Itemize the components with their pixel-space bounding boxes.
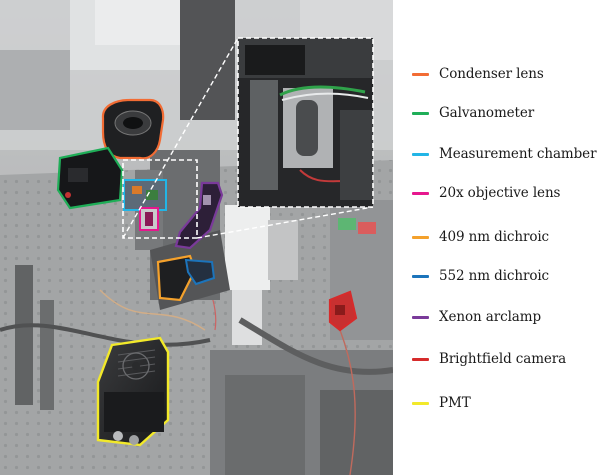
dichroic-mirrors-region xyxy=(156,254,216,302)
legend-swatch xyxy=(412,401,429,405)
legend-label: PMT xyxy=(439,395,471,411)
zoom-source-box xyxy=(122,159,198,239)
legend-label: Galvanometer xyxy=(439,105,535,121)
legend-item-409-dichroic: 409 nm dichroic xyxy=(412,227,549,247)
zoom-inset-photo xyxy=(237,37,374,208)
legend-item-pmt: PMT xyxy=(412,393,471,413)
legend-swatch xyxy=(412,191,429,195)
pmt-region xyxy=(96,336,170,447)
legend-label: 552 nm dichroic xyxy=(439,268,550,284)
legend-swatch xyxy=(412,274,429,278)
legend-label: 409 nm dichroic xyxy=(439,229,550,245)
legend-item-xenon-arclamp: Xenon arclamp xyxy=(412,307,541,327)
legend-label: Brightfield camera xyxy=(439,351,567,367)
legend-item-measurement-chamber: Measurement chamber xyxy=(412,144,597,164)
legend-swatch xyxy=(412,315,429,319)
legend-label: 20x objective lens xyxy=(439,185,561,201)
legend-item-objective-lens: 20x objective lens xyxy=(412,183,560,203)
legend-swatch xyxy=(412,72,429,76)
legend-swatch xyxy=(412,152,429,156)
legend-swatch xyxy=(412,235,429,239)
legend-label: Xenon arclamp xyxy=(439,309,541,325)
legend-label: Condenser lens xyxy=(439,66,544,82)
legend-label: Measurement chamber xyxy=(439,146,597,162)
legend-swatch xyxy=(412,111,429,115)
xenon-arclamp-region xyxy=(174,181,224,250)
legend-item-condenser-lens: Condenser lens xyxy=(412,64,544,84)
legend-swatch xyxy=(412,357,429,361)
brightfield-camera-region xyxy=(328,290,358,332)
legend-item-galvanometer: Galvanometer xyxy=(412,103,534,123)
legend-item-brightfield-camera: Brightfield camera xyxy=(412,349,566,369)
legend-item-552-dichroic: 552 nm dichroic xyxy=(412,266,549,286)
measurement-chamber-region xyxy=(123,179,167,211)
condenser-lens-region xyxy=(101,98,165,160)
lab-setup-photo xyxy=(0,0,393,475)
galvanometer-region xyxy=(56,146,124,210)
objective-lens-region xyxy=(139,207,159,231)
